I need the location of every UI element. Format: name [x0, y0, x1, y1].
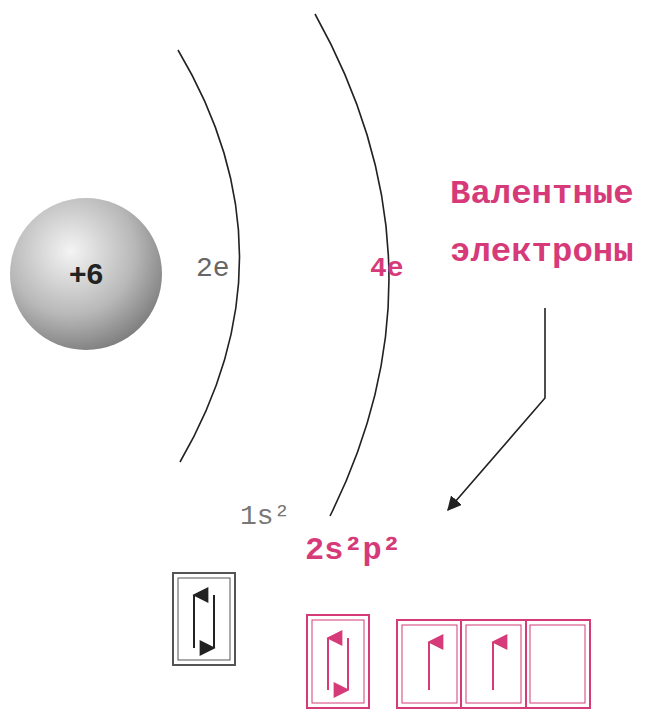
electron-arrow — [327, 638, 329, 690]
callout-text: Валентные электроны — [450, 165, 665, 281]
nucleus-shape — [10, 198, 162, 350]
nucleus-circle: +6 — [8, 196, 164, 352]
orbital-formula: 1s² — [240, 500, 340, 534]
orbital-cell — [402, 625, 457, 703]
electron-arrow — [193, 595, 195, 648]
orbital-cell — [460, 620, 462, 708]
electron-arrow — [492, 642, 494, 690]
orbital-cell — [466, 625, 521, 703]
electron-arrow — [428, 642, 430, 690]
electron-arrow — [347, 638, 349, 690]
orbital-cell — [525, 620, 527, 708]
orbital-cell — [173, 573, 235, 665]
orbital-cell — [312, 620, 364, 703]
electron-arrow — [213, 595, 215, 648]
leader-arrow — [448, 308, 545, 510]
orbital-cell — [178, 578, 230, 660]
orbital-cell — [530, 625, 585, 703]
nucleus-charge: +6 — [69, 257, 103, 291]
orbital-cell — [307, 615, 369, 708]
shell-electron-count: 4e — [370, 252, 450, 286]
orbital-cell — [397, 620, 590, 708]
shell-electron-count: 2e — [196, 252, 276, 286]
orbital-formula: 2s²p² — [305, 532, 465, 570]
